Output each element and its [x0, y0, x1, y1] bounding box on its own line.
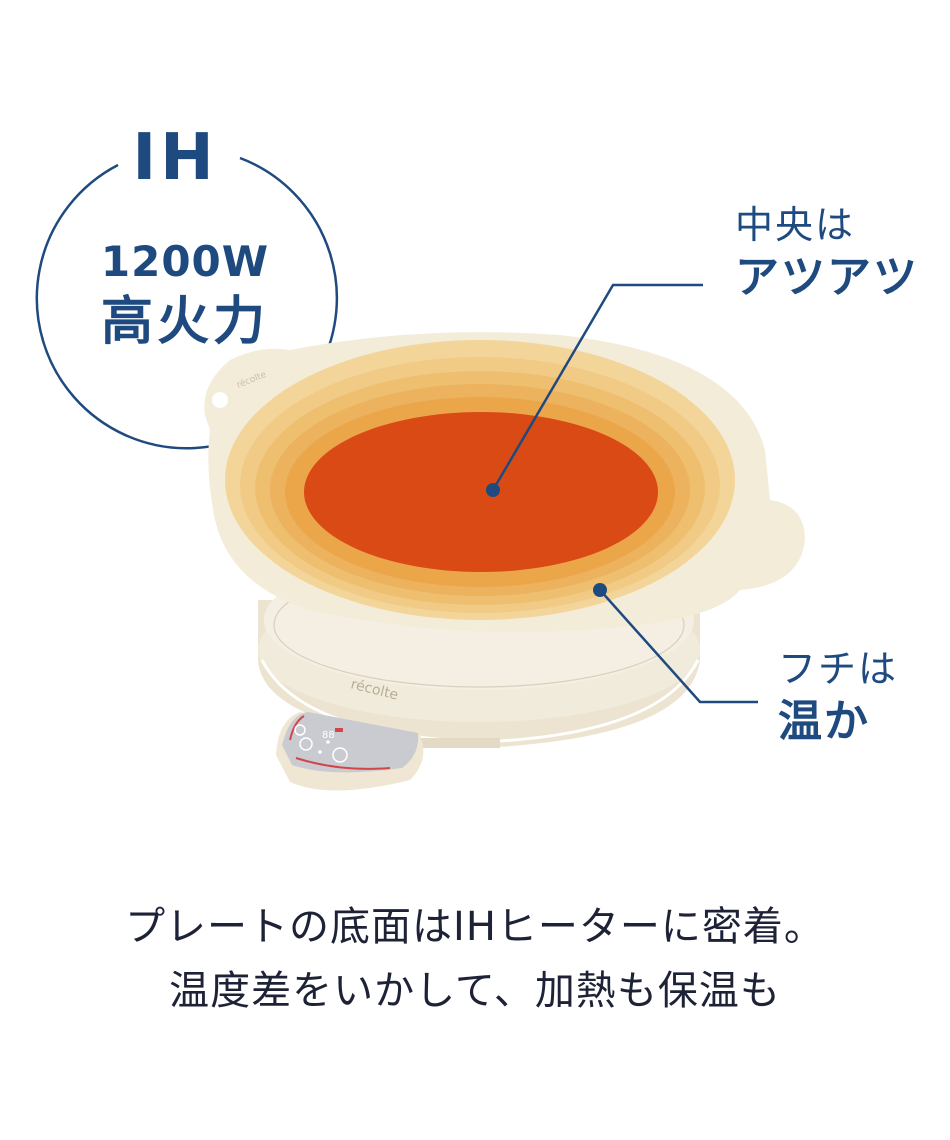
- callout-center-leader: [491, 283, 703, 491]
- callout-center: 中央は アツアツ: [735, 200, 919, 306]
- callout-edge: フチは 温か: [778, 644, 898, 750]
- grill-plate: récolte: [204, 332, 806, 633]
- warm-edge-dot: [593, 583, 607, 597]
- caption: プレートの底面はIHヒーターに密着。 温度差をいかして、加熱も保温も: [0, 895, 950, 1023]
- callout-edge-line1: フチは: [778, 647, 899, 691]
- badge-label: 高火力: [100, 292, 269, 352]
- badge-title: IH: [132, 121, 218, 195]
- callout-center-line2: アツアツ: [735, 252, 919, 303]
- caption-line1: プレートの底面はIHヒーターに密着。: [125, 904, 825, 950]
- callout-edge-line2: 温か: [778, 696, 870, 747]
- caption-line2: 温度差をいかして、加熱も保温も: [169, 968, 781, 1014]
- badge-circle: [35, 156, 339, 450]
- svg-text:88: 88: [322, 730, 335, 741]
- callout-center-line1: 中央は: [735, 203, 856, 247]
- callout-edge-leader: [599, 589, 758, 704]
- plate-handle-hole: [212, 392, 228, 408]
- control-panel: 88: [276, 712, 424, 791]
- badge-wattage: 1200W: [100, 237, 270, 286]
- hot-center-dot: [486, 483, 500, 497]
